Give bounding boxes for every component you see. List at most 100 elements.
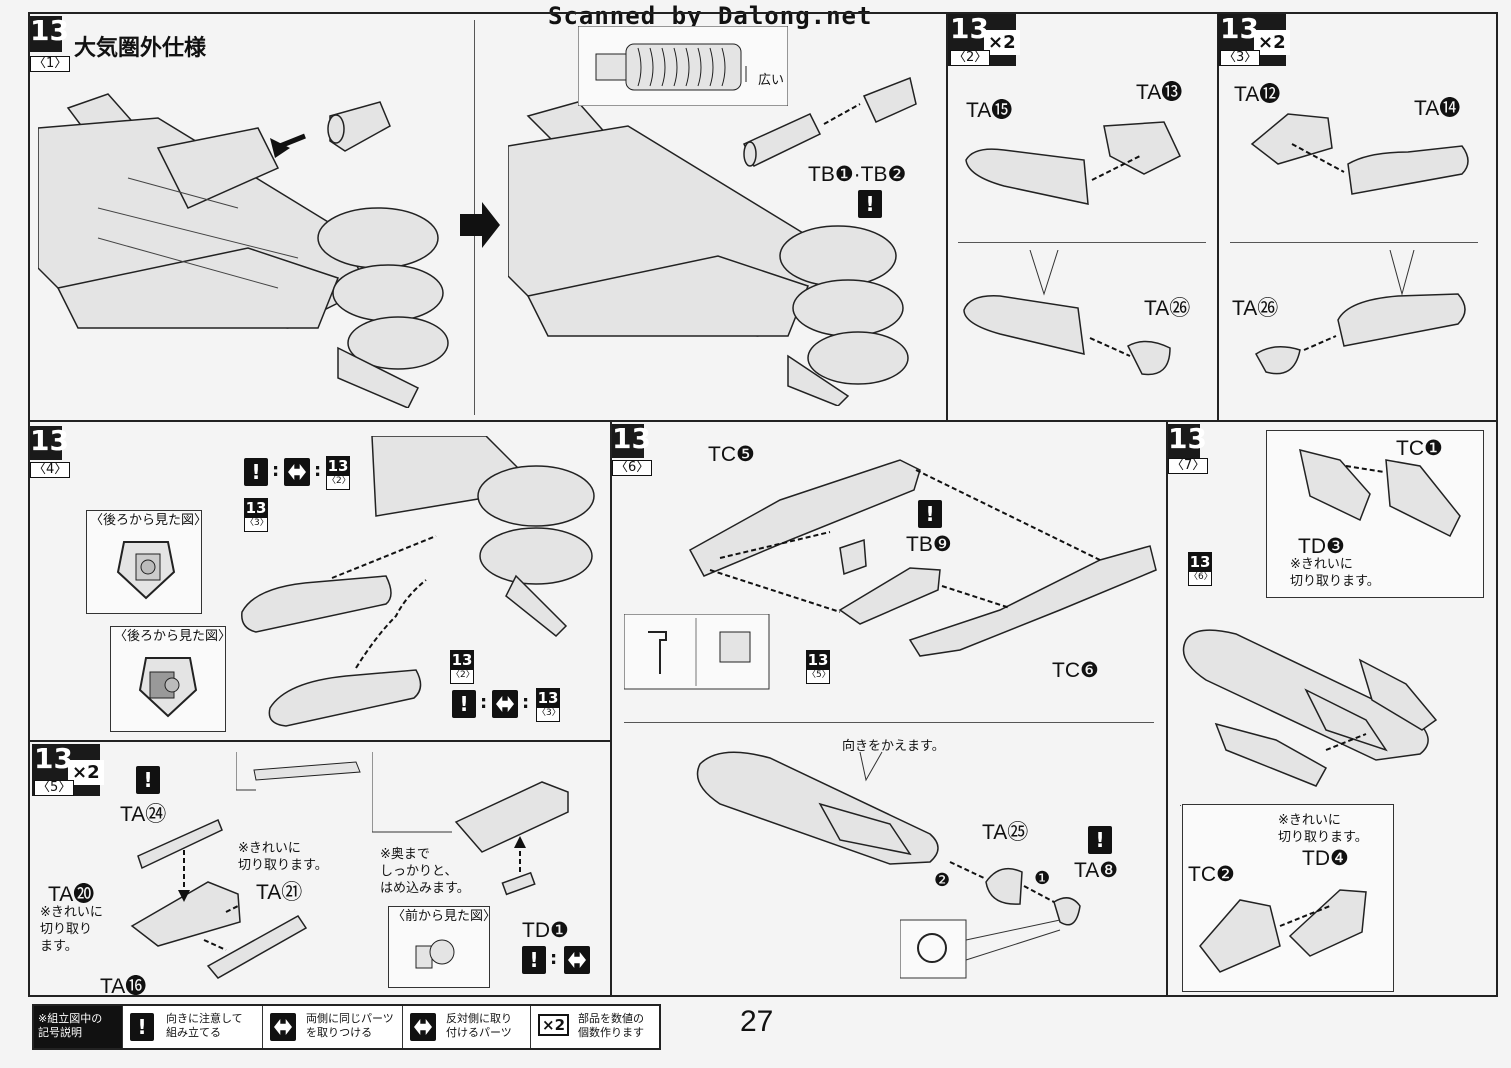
part-label-ta8: TA❽ <box>1074 859 1119 882</box>
divider <box>28 740 612 742</box>
rear-view-shape <box>138 657 198 718</box>
multiplier-icon: ×2 <box>538 1014 570 1036</box>
tb-part-detail <box>578 26 788 106</box>
part-label-tc2: TC❷ <box>1188 863 1235 886</box>
part-label-ta16: TA⓰ <box>100 975 147 998</box>
front-view-shape <box>415 939 455 969</box>
step-reference: 13〈3〉 <box>536 688 561 722</box>
multiplier-badge: ×2 <box>68 760 104 785</box>
tank-part <box>963 250 1171 376</box>
front-view-label: 〈前から見た図〉 <box>392 909 497 924</box>
part-label-tb1-tb2: TB❶·TB❷ <box>808 163 907 186</box>
step-title: 大気圏外仕様 <box>74 36 207 61</box>
aircraft-illustration <box>508 101 909 406</box>
pod-shell-assembly <box>688 459 1157 657</box>
divider <box>1166 420 1168 997</box>
both-sides-icon <box>564 946 590 974</box>
order-2: ❷ <box>934 870 951 891</box>
opposite-side-icon <box>410 1013 436 1041</box>
part-label-ta20: TA⓴ <box>48 883 95 906</box>
clean-cut-note: ※きれいに 切り取ります。 <box>1290 557 1380 589</box>
step-reference: 13〈3〉 <box>244 498 269 532</box>
divider <box>610 420 612 997</box>
divider <box>946 12 948 420</box>
watermark: Scanned by Dalong.net <box>548 2 873 30</box>
tank-part <box>1250 113 1469 195</box>
step-sub-number: 〈5〉 <box>34 780 75 796</box>
multiplier-badge: ×2 <box>984 30 1020 55</box>
step-reference: 13〈5〉 <box>806 650 831 684</box>
legend-both-sides: 両側に同じパーツ を取りつける <box>306 1012 394 1039</box>
step-sub-number: 〈4〉 <box>30 462 71 478</box>
engine-cap-part <box>270 101 391 158</box>
step-number-badge: 13 <box>30 16 69 52</box>
part-label-tc5: TC❺ <box>708 443 755 466</box>
tc2-td4-parts <box>1199 889 1367 973</box>
wide-note: 広い <box>758 73 785 88</box>
legend-caution: 向きに注意して 組み立てる <box>166 1012 243 1039</box>
nose-cone-parts <box>949 861 1081 926</box>
divider <box>624 722 1154 723</box>
step-sub-number: 〈7〉 <box>1168 458 1209 474</box>
part-label-tb9: TB❾ <box>906 533 952 556</box>
step-number-badge: 13 <box>1168 424 1207 458</box>
rear-view-label: 〈後ろから見た図〉 <box>90 513 208 528</box>
opposite-side-icon <box>492 690 518 718</box>
legend-opposite-side: 反対側に取り 付けるパーツ <box>446 1012 512 1039</box>
opposite-side-icon <box>284 458 310 486</box>
legend-heading: ※組立図中の 記号説明 <box>38 1012 103 1039</box>
page-number: 27 <box>740 1005 774 1038</box>
part-label-ta12: TA⓬ <box>1234 83 1281 106</box>
tc1-td3-parts <box>1299 448 1461 538</box>
pod-assembly <box>1182 629 1438 787</box>
order-1: ❶ <box>1034 868 1051 889</box>
step-sub-number: 〈6〉 <box>612 460 653 476</box>
caution-icon: ! <box>522 946 546 974</box>
part-label-td3: TD❸ <box>1298 535 1345 558</box>
both-sides-icon <box>270 1013 296 1041</box>
part-label-ta14: TA⓮ <box>1414 97 1461 120</box>
step-sub-number: 〈2〉 <box>950 50 991 66</box>
part-label-ta24: TA㉔ <box>120 803 167 826</box>
aircraft-tank-assembly <box>241 436 595 727</box>
multiplier-badge: ×2 <box>1254 30 1290 55</box>
part-label-td1: TD❶ <box>522 919 569 942</box>
part-label-ta26: TA㉖ <box>1144 297 1191 320</box>
next-arrow-icon <box>460 202 500 248</box>
step-reference: 13〈6〉 <box>1188 552 1213 586</box>
caution-icon: ! <box>244 458 268 486</box>
tank-part <box>965 121 1181 205</box>
caution-icon: ! <box>858 190 882 218</box>
step-reference: 13〈2〉 <box>450 650 475 684</box>
part-label-ta21: TA㉑ <box>256 881 303 904</box>
part-label-ta15: TA⓯ <box>966 99 1013 122</box>
step-number-badge: 13 <box>30 426 69 460</box>
tb-part-assembly <box>743 76 917 168</box>
symbol-legend: ※組立図中の 記号説明 ! 向きに注意して 組み立てる 両側に同じパーツ を取り… <box>32 1004 661 1050</box>
divider <box>28 420 1498 422</box>
caution-icon: ! <box>918 500 942 528</box>
part-label-ta25: TA㉕ <box>982 821 1029 844</box>
clean-cut-note: ※きれいに 切り取ります。 <box>1278 813 1368 845</box>
part-label-tc1: TC❶ <box>1396 437 1443 460</box>
divider <box>958 242 1206 243</box>
step-sub-number: 〈1〉 <box>30 56 71 72</box>
caution-icon: ! <box>136 766 160 794</box>
caution-icon: ! <box>130 1013 154 1041</box>
press-in-note: ※奥まで しっかりと、 はめ込みます。 <box>380 847 470 896</box>
rear-view-shape <box>116 541 176 600</box>
part-label-ta26: TA㉖ <box>1232 297 1279 320</box>
ta8-detail-box <box>900 919 1061 979</box>
rail-part-detail <box>236 752 361 791</box>
rocket-pod-detail <box>372 752 569 896</box>
turn-around-note: 向きをかえます。 <box>842 739 945 754</box>
part-label-ta13: TA⓭ <box>1136 81 1183 104</box>
step-reference: 13〈2〉 <box>326 456 351 490</box>
clean-cut-note: ※きれいに 切り取り ます。 <box>40 905 103 954</box>
page-frame <box>28 12 1498 997</box>
clean-cut-note: ※きれいに 切り取ります。 <box>238 841 328 873</box>
rocket-pod-parts <box>130 818 308 979</box>
caution-icon: ! <box>452 690 476 718</box>
step-number-badge: 13 <box>612 424 651 458</box>
